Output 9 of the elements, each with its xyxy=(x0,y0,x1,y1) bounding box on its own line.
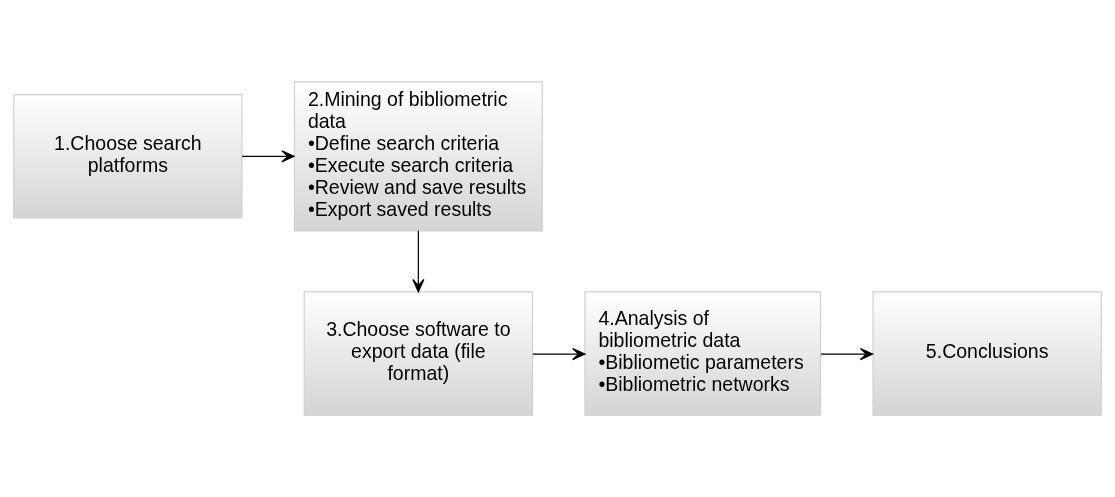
node-box: 3.Choose software to export data (file format) xyxy=(303,291,534,416)
node-box: 4.Analysis of bibliometric data •Bibliometic parameters •Bibliometric networks xyxy=(584,291,822,416)
arrow xyxy=(241,150,295,163)
node-box: 1.Choose search platforms xyxy=(13,94,243,219)
arrow xyxy=(532,347,586,361)
arrow xyxy=(412,230,425,293)
node-box: 5.Conclusions xyxy=(872,291,1102,416)
node-box: 2.Mining of bibliometric data •Define search criteria •Execute search criteria •Review and save results •Export saved results xyxy=(293,81,543,232)
arrow xyxy=(820,347,874,361)
